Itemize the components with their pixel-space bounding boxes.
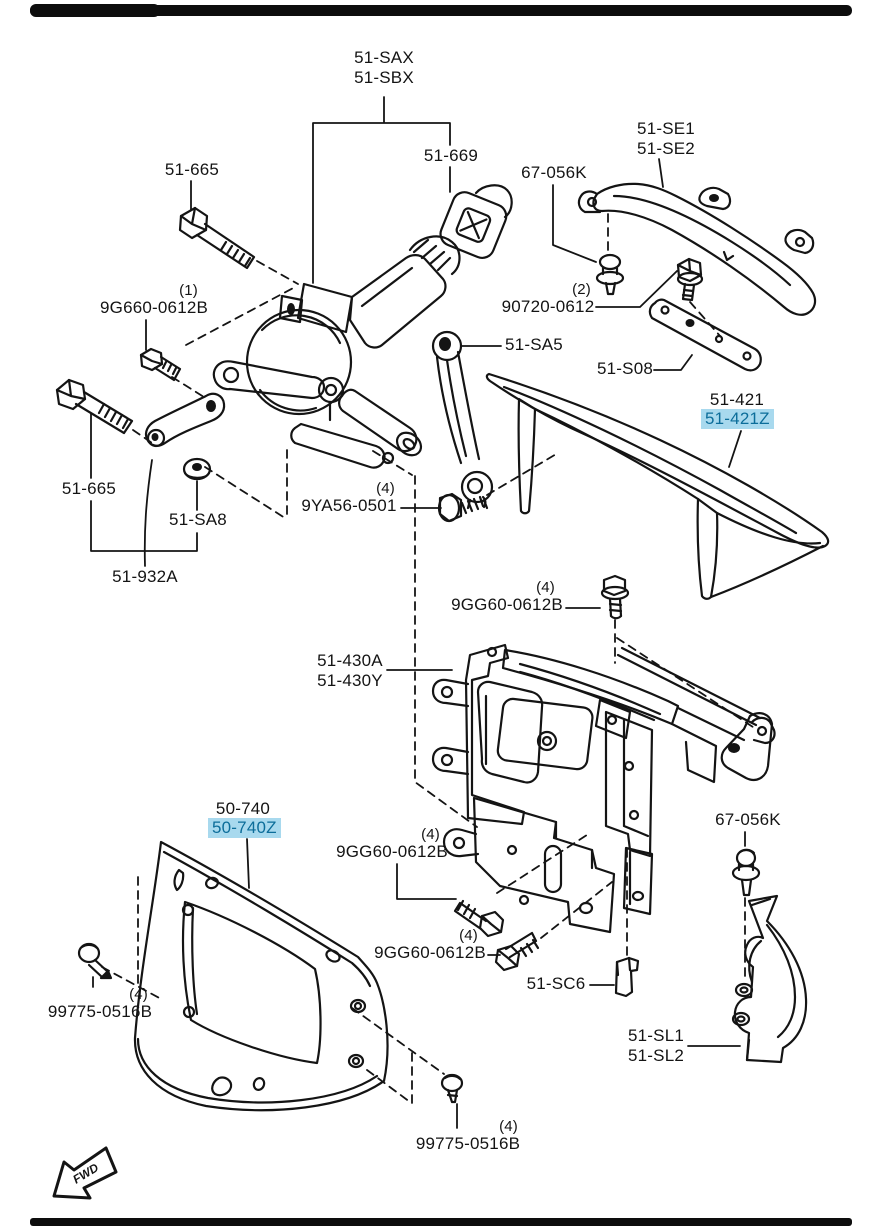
- frame-51-430-drawing: [431, 643, 776, 934]
- grommet-51-669-drawing: [439, 184, 513, 260]
- leader-lines: [90, 96, 746, 1129]
- part-label-51-sa8: 51-SA8: [169, 510, 227, 529]
- part-label-9gg60-0612b-left: (4) 9GG60-0612B: [336, 826, 448, 861]
- wiper-motor-assembly-drawing: [212, 235, 461, 469]
- part-label-51-665-left: 51-665: [61, 479, 117, 498]
- page-bottom-rule: [30, 1218, 852, 1226]
- screw-99775-0516b-bottom-drawing: [440, 1073, 464, 1104]
- bolt-9gg60-0612b-bottom-drawing: [494, 931, 540, 972]
- part-label-51-sa5: 51-SA5: [505, 335, 563, 354]
- link-51-sa5-drawing: [431, 330, 494, 510]
- part-label-50-740: 50-740: [215, 799, 271, 818]
- part-label-51-s08: 51-S08: [596, 359, 654, 378]
- projection-dashed-lines: [101, 213, 754, 1105]
- part-label-9gg60-0612b-bottom: (4) 9GG60-0612B: [374, 927, 486, 962]
- clip-51-sc6-drawing: [614, 956, 640, 998]
- screw-99775-0516b-left-drawing: [77, 942, 113, 980]
- bolt-51-665-left-drawing: [55, 378, 134, 435]
- bolt-9gg60-0612b-left-drawing: [453, 899, 505, 938]
- plate-51-s08-drawing: [648, 298, 762, 372]
- part-label-51-421: 51-421: [709, 390, 765, 409]
- part-label-67-056k-bottom: 67-056K: [715, 810, 781, 829]
- part-label-51-sax-sbx: 51-SAX 51-SBX: [354, 48, 414, 87]
- part-label-51-se1-se2: 51-SE1 51-SE2: [637, 119, 695, 158]
- bolt-9ya56-0501-drawing: [437, 492, 487, 523]
- washer-51-sa8-drawing: [182, 457, 212, 481]
- part-label-51-932a: 51-932A: [112, 567, 178, 586]
- bolt-90720-0612-drawing: [676, 257, 704, 302]
- arm-51-932a-drawing: [144, 392, 226, 448]
- part-label-9ya56-0501: (4) 9YA56-0501: [301, 480, 397, 515]
- part-label-51-sc6: 51-SC6: [526, 974, 586, 993]
- panel-50-740-drawing: [133, 840, 389, 1112]
- page-top-rule: [30, 4, 852, 17]
- part-label-51-669: 51-669: [423, 146, 479, 165]
- bracket-51-sl-drawing: [731, 894, 808, 1064]
- part-label-99775-0516b-bottom: (4) 99775-0516B: [415, 1118, 521, 1153]
- part-label-9g660-0612b: (1) 9G660-0612B: [100, 282, 209, 317]
- bolt-9g660-0612b-drawing: [139, 347, 182, 382]
- spoiler-51-421-drawing: [485, 372, 830, 600]
- part-label-9gg60-0612b-top: (4) 9GG60-0612B: [451, 579, 563, 614]
- clip-67-056k-top-drawing: [595, 253, 625, 296]
- part-label-51-sl1-sl2: 51-SL1 51-SL2: [627, 1026, 685, 1065]
- part-label-50-740z-highlighted[interactable]: 50-740Z: [208, 818, 281, 838]
- fwd-arrow: FWD: [52, 1146, 118, 1200]
- part-label-51-665-top: 51-665: [164, 160, 220, 179]
- part-label-90720-0612: (2) 90720-0612: [501, 281, 595, 316]
- bolt-51-665-top-drawing: [178, 206, 256, 270]
- part-label-67-056k-top: 67-056K: [521, 163, 587, 182]
- part-label-51-430a-430y: 51-430A 51-430Y: [317, 651, 383, 690]
- part-label-51-421z-highlighted[interactable]: 51-421Z: [701, 409, 774, 429]
- clip-67-056k-bottom-drawing: [731, 848, 761, 897]
- part-label-99775-0516b-left: (4) 99775-0516B: [47, 986, 153, 1021]
- bolt-9gg60-0612b-top-drawing: [600, 574, 630, 620]
- cowl-trim-51-se-drawing: [577, 182, 817, 316]
